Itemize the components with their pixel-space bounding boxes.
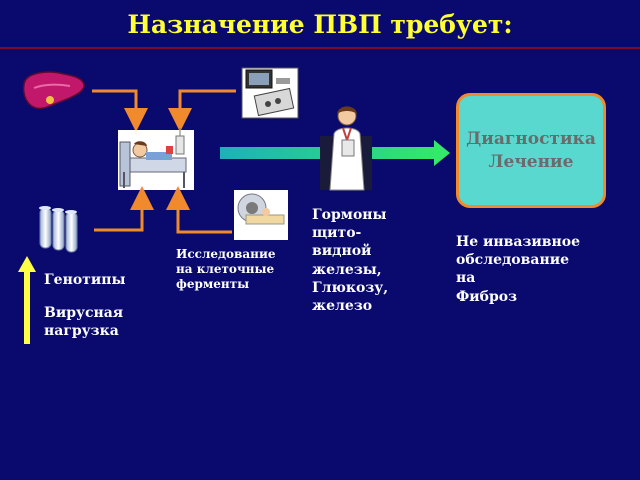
- enzymes-label: Исследование на клеточные ферменты: [176, 247, 276, 291]
- arrow-mri-to-bed: [166, 186, 232, 234]
- treatment-label: Лечение: [488, 151, 574, 172]
- title-underline: [0, 47, 640, 49]
- diagnosis-box: Диагностика Лечение: [456, 93, 606, 208]
- arrow-tubes-to-bed: [94, 186, 154, 232]
- slide-title: Назначение ПВП требует:: [127, 10, 513, 39]
- hormones-label: Гормоны щито- видной железы, Глюкозу, же…: [312, 207, 389, 314]
- patient-in-bed-icon: [118, 128, 194, 190]
- mri-scanner-icon: [234, 190, 288, 240]
- ultrasound-machine-icon: [241, 67, 299, 119]
- liver-icon: [22, 71, 85, 110]
- up-arrow-icon: [18, 256, 36, 344]
- viral-load-label: Вирусная нагрузка: [44, 305, 124, 340]
- test-tubes-icon: [39, 206, 78, 253]
- arrow-ultrasound-to-bed: [168, 89, 236, 132]
- noninvasive-label: Не инвазивное обследование на Фиброз: [456, 234, 580, 305]
- genotypes-label: Генотипы: [44, 272, 126, 288]
- arrow-liver-to-bed: [92, 89, 148, 132]
- diagnosis-label: Диагностика: [466, 128, 596, 149]
- doctor-icon: [320, 106, 372, 191]
